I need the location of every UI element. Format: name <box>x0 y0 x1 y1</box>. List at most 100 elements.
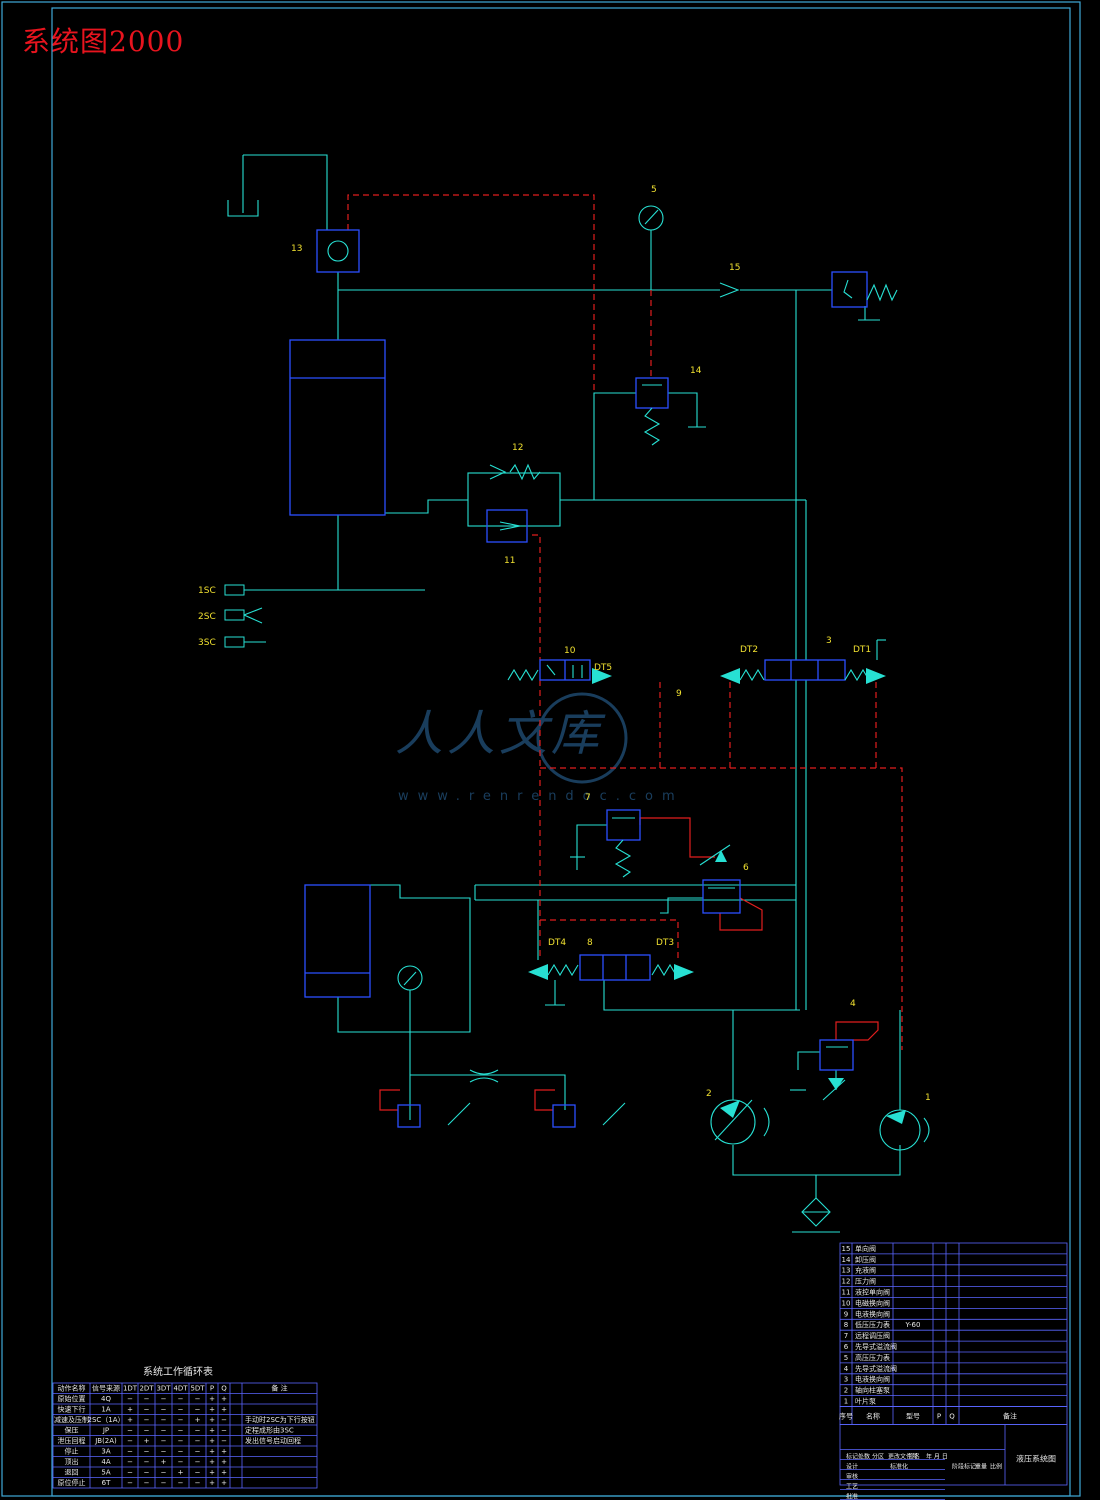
title-block-label: 分区 <box>872 1453 884 1461</box>
cycle-cell: 原始位置 <box>58 1394 86 1403</box>
cycle-cell: + <box>221 1458 227 1466</box>
pilot-lines <box>347 194 903 1050</box>
title-block-label: 签名 <box>908 1453 920 1461</box>
cycle-cell: 手动时2SC为下行按钮 <box>245 1415 315 1424</box>
parts-header: 型号 <box>906 1412 920 1421</box>
cycle-cell: − <box>178 1479 184 1487</box>
title-block-label: 工艺 <box>846 1483 858 1491</box>
title-block-label: 阶段标记 <box>952 1463 976 1471</box>
title-block-label: 处数 <box>858 1453 870 1461</box>
tag-11: 11 <box>504 556 515 566</box>
cycle-cell: − <box>178 1437 184 1445</box>
watermark: 人人文库 www.renrendoc.com <box>395 692 675 804</box>
part-number: 13 <box>842 1267 851 1275</box>
cycle-cell: − <box>144 1416 150 1424</box>
cycle-cell: − <box>178 1395 184 1403</box>
tag-15: 15 <box>729 263 740 273</box>
component-numbers: 1 2 3 4 5 6 7 8 9 10 11 12 13 14 15 DT1 … <box>198 185 931 1103</box>
part-name: 液控单向阀 <box>855 1288 890 1297</box>
throttle-valve-right <box>552 1104 576 1128</box>
cycle-cell: − <box>127 1469 133 1477</box>
cycle-table-title: 系统工作循环表 <box>143 1365 213 1378</box>
cycle-cell: − <box>178 1458 184 1466</box>
cycle-cell: + <box>209 1406 215 1414</box>
tag-12: 12 <box>512 443 523 453</box>
tag-3: 3 <box>826 636 832 646</box>
cycle-cell: − <box>195 1479 201 1487</box>
tag-8: 8 <box>587 938 593 948</box>
tag-10: 10 <box>564 646 576 656</box>
cycle-cell: − <box>195 1469 201 1477</box>
part-name: 高压压力表 <box>855 1353 890 1362</box>
main-cylinder <box>289 339 386 516</box>
drawing-frame <box>1 1 1081 1497</box>
pump-1-icon <box>879 1109 921 1151</box>
part-model: Y-60 <box>905 1321 921 1329</box>
part-number: 6 <box>844 1343 849 1351</box>
cycle-header: 1DT <box>123 1385 138 1393</box>
part-number: 5 <box>844 1354 848 1362</box>
cycle-header: 2DT <box>139 1385 154 1393</box>
cycle-header: P <box>210 1385 214 1393</box>
part-number: 11 <box>842 1289 851 1297</box>
ejector-cylinder <box>304 884 371 998</box>
tag-13: 13 <box>291 244 302 254</box>
part-number: 4 <box>844 1365 849 1373</box>
cycle-cell: + <box>221 1448 227 1456</box>
cycle-header: 3DT <box>156 1385 171 1393</box>
parts-header: Q <box>949 1413 955 1421</box>
tag-dt1: DT1 <box>853 645 871 655</box>
part-number: 10 <box>842 1299 851 1307</box>
cycle-cell: − <box>178 1416 184 1424</box>
part-name: 轴向柱塞泵 <box>855 1386 890 1395</box>
cycle-cell: + <box>209 1427 215 1435</box>
cycle-cell: + <box>221 1469 227 1477</box>
cycle-cell: + <box>221 1395 227 1403</box>
part-number: 14 <box>842 1256 851 1264</box>
cycle-cell: − <box>161 1416 167 1424</box>
title-block-label: 设计 <box>846 1463 858 1471</box>
throttle-valve-left <box>397 1104 421 1128</box>
pump-2-icon <box>710 1099 756 1145</box>
drawing-title: 系统图2000 <box>22 25 185 58</box>
cycle-cell: − <box>178 1406 184 1414</box>
cycle-cell: − <box>195 1427 201 1435</box>
cycle-cell: − <box>144 1448 150 1456</box>
cycle-cell: − <box>144 1469 150 1477</box>
cycle-cell: − <box>144 1479 150 1487</box>
relief-valve-6 <box>702 879 741 914</box>
parts-header: 名称 <box>866 1412 880 1421</box>
title-block-label: 更改文件号 <box>888 1453 918 1461</box>
part-name: 叶片泵 <box>855 1397 876 1406</box>
cycle-cell: − <box>161 1448 167 1456</box>
parts-header: 备注 <box>1003 1412 1017 1421</box>
tag-14: 14 <box>690 366 702 376</box>
title-block-label: 比例 <box>990 1463 1002 1471</box>
cycle-cell: − <box>144 1458 150 1466</box>
part-name: 低压压力表 <box>855 1320 890 1329</box>
prefill-valve-13 <box>316 229 360 273</box>
tag-4: 4 <box>850 999 856 1009</box>
pilot-lines-solid <box>379 817 879 1111</box>
title-block-label: 年 月 日 <box>926 1453 948 1461</box>
title-block-label: 批准 <box>846 1493 858 1500</box>
cycle-cell: 快速下行 <box>58 1405 86 1414</box>
cycle-cell: − <box>161 1437 167 1445</box>
cycle-cell: + <box>209 1437 215 1445</box>
cycle-cell: + <box>178 1469 184 1477</box>
part-name: 充液阀 <box>855 1266 876 1275</box>
cycle-cell: 顶出 <box>65 1457 79 1466</box>
tag-1: 1 <box>925 1093 931 1103</box>
cycle-cell: 定程成形由3SC <box>245 1426 294 1435</box>
part-name: 先导式溢流阀 <box>855 1364 897 1373</box>
cycle-cell: + <box>209 1458 215 1466</box>
part-number: 9 <box>844 1310 848 1318</box>
cycle-cell: − <box>127 1437 133 1445</box>
tag-dt5: DT5 <box>594 663 612 673</box>
cycle-cell: − <box>144 1427 150 1435</box>
cycle-cell: − <box>221 1437 227 1445</box>
cycle-cell: − <box>161 1479 167 1487</box>
cycle-cell: 5A <box>101 1469 110 1477</box>
